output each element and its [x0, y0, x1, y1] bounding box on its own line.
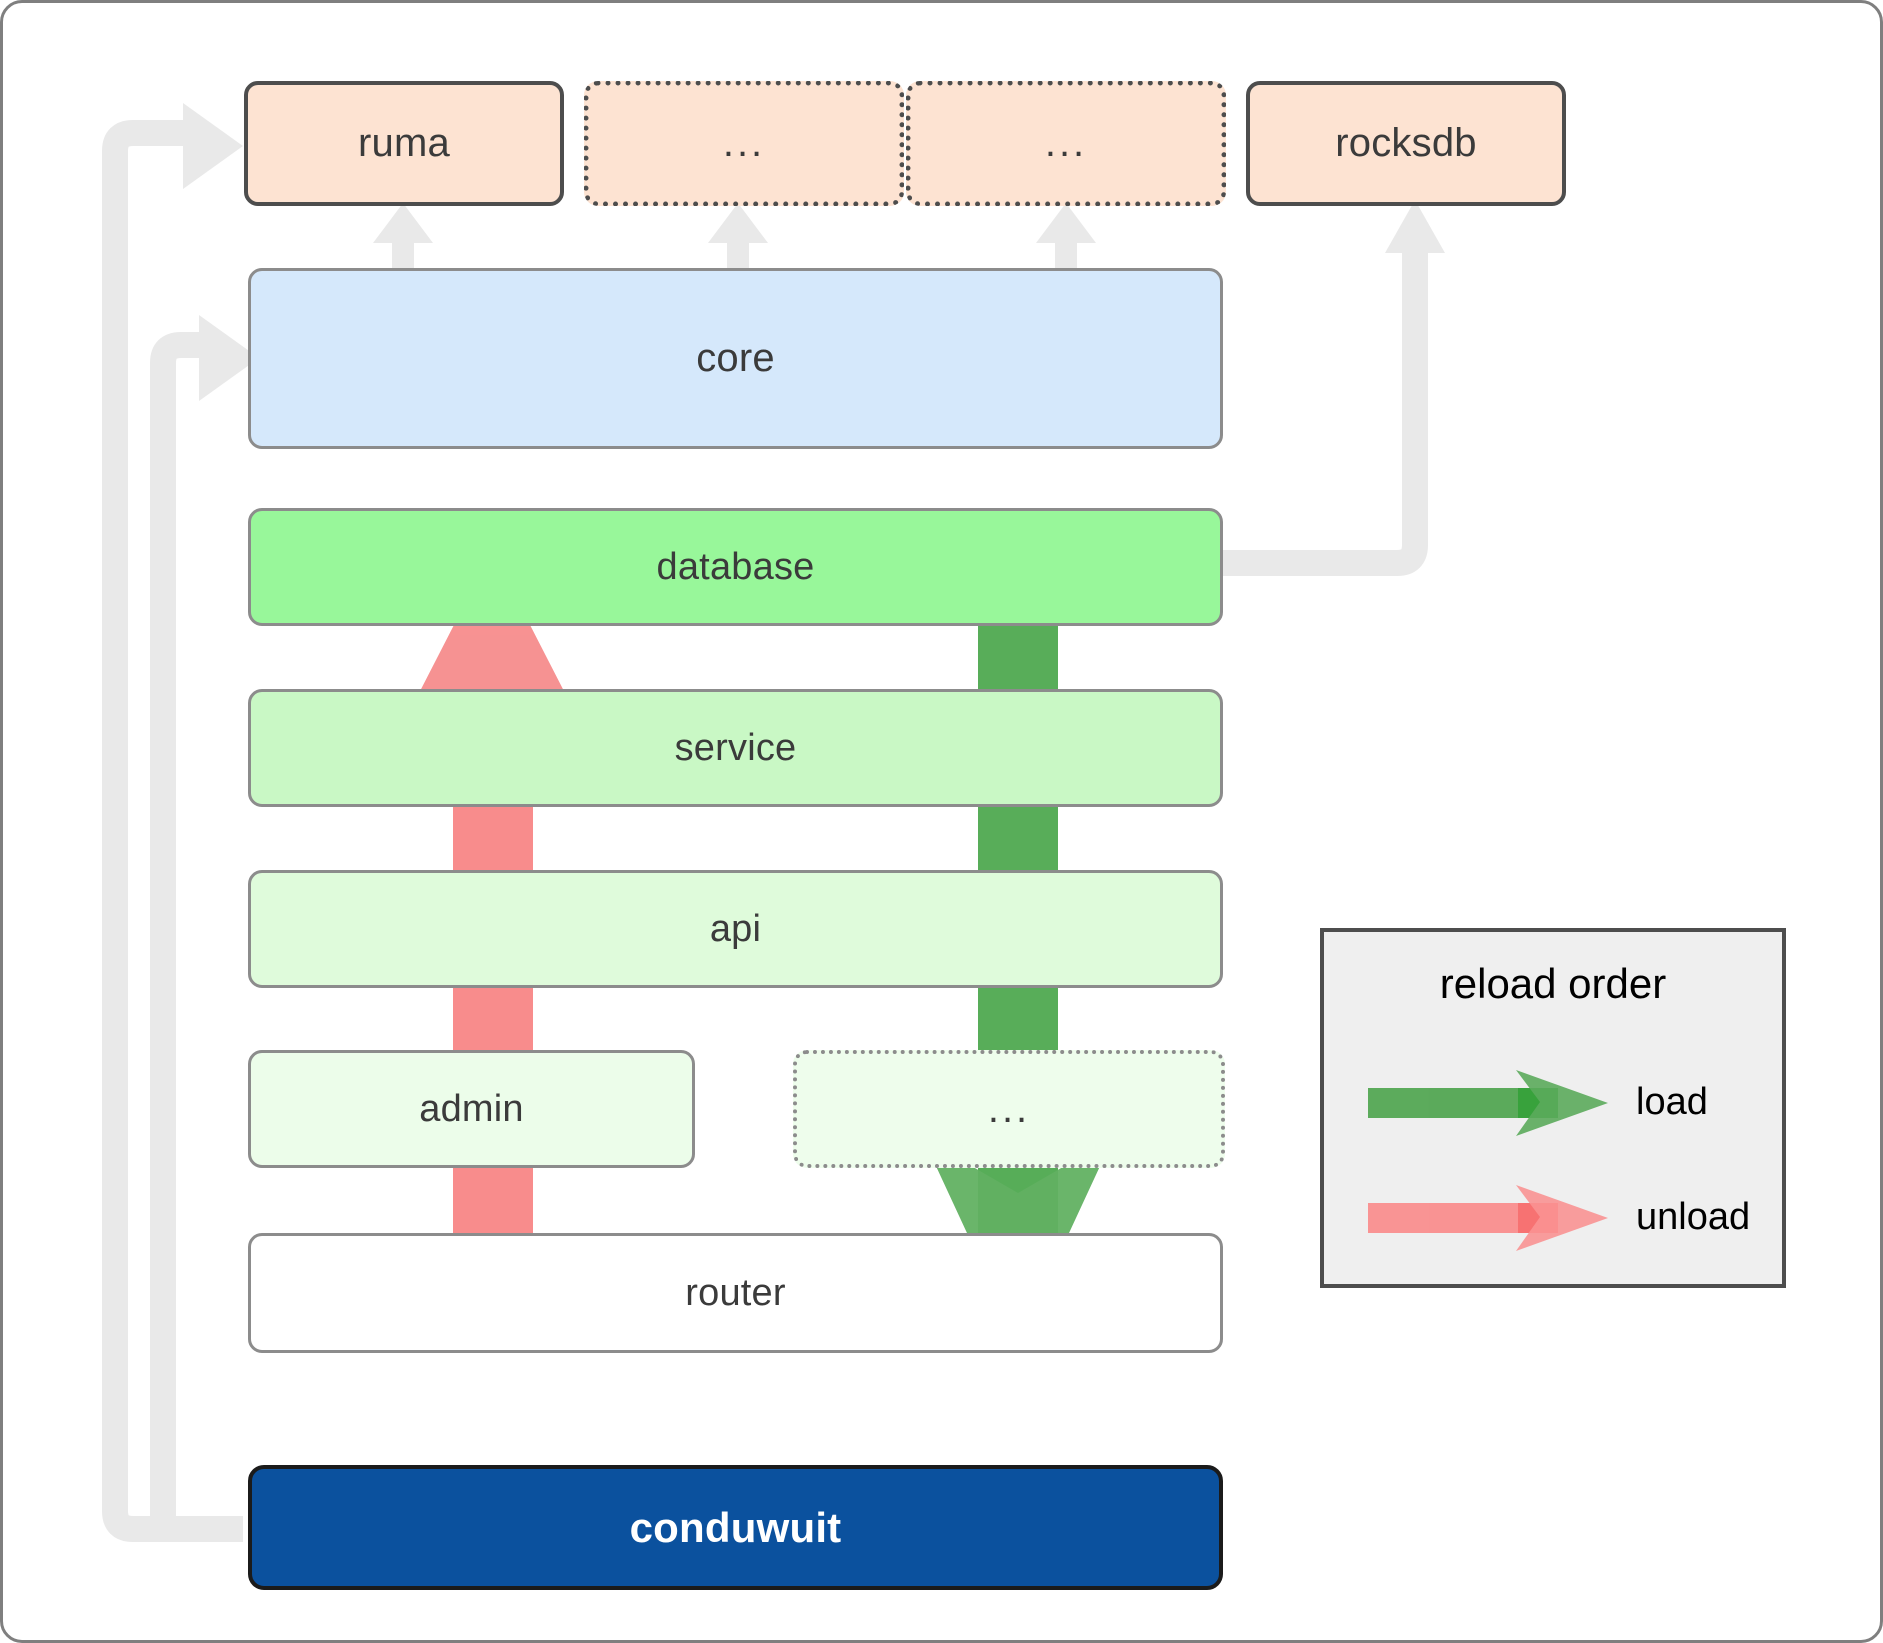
- dependency-label-rocksdb: rocksdb: [1335, 121, 1477, 165]
- dependency-label-ruma: ruma: [358, 121, 450, 165]
- legend-load-arrow-icon: [1368, 1070, 1608, 1136]
- layer-label-database: database: [656, 545, 815, 588]
- dependency-box-ellipsis-1[interactable]: ...: [584, 81, 904, 206]
- layer-label-service: service: [674, 726, 797, 769]
- legend-title: reload order: [1439, 960, 1667, 1007]
- connector-arrowhead-ruma: [183, 103, 243, 189]
- flow-arrow-layer: [396, 551, 1113, 1343]
- layer-label-admin: admin: [419, 1087, 524, 1130]
- core-box[interactable]: core: [248, 268, 1223, 449]
- connector-arrowhead-core-ellipsis1: [708, 203, 768, 243]
- dependency-label-ellipsis-2: ...: [1044, 121, 1088, 165]
- layer-box-service[interactable]: service: [248, 689, 1223, 807]
- root-box-conduwuit[interactable]: conduwuit: [248, 1465, 1223, 1590]
- connector-arrowhead-core-ellipsis2: [1036, 203, 1096, 243]
- layer-label-router: router: [685, 1271, 786, 1314]
- legend-label-unload: unload: [1636, 1195, 1751, 1238]
- layer-box-ellipsis[interactable]: ...: [793, 1050, 1225, 1168]
- layer-box-admin[interactable]: admin: [248, 1050, 695, 1168]
- layer-box-router[interactable]: router: [248, 1233, 1223, 1353]
- legend-label-load: load: [1636, 1080, 1708, 1123]
- dependency-label-ellipsis-1: ...: [722, 121, 766, 165]
- connector-conduwuit-to-core: [150, 332, 243, 1542]
- layer-box-database[interactable]: database: [248, 508, 1223, 626]
- connector-arrowhead-core-ruma: [373, 203, 433, 243]
- dependency-box-ellipsis-2[interactable]: ...: [906, 81, 1226, 206]
- root-label: conduwuit: [629, 1503, 842, 1551]
- connector-arrowhead-rocksdb: [1385, 200, 1445, 253]
- legend-row-unload: unload: [1368, 1177, 1768, 1257]
- layer-label-ellipsis: ...: [987, 1086, 1031, 1131]
- legend-unload-arrow-icon: [1368, 1185, 1608, 1251]
- connector-database-to-rocksdb: [1221, 253, 1428, 576]
- core-label: core: [696, 336, 775, 380]
- connector-conduwuit-to-ruma: [102, 120, 243, 1542]
- connector-arrowhead-core: [199, 315, 259, 401]
- layer-label-api: api: [709, 907, 762, 950]
- connector-layer: [102, 103, 1445, 1542]
- legend-row-load: load: [1368, 1062, 1768, 1142]
- legend-panel: reload order load unload: [1320, 928, 1786, 1288]
- dependency-box-ruma[interactable]: ruma: [244, 81, 564, 206]
- layer-box-api[interactable]: api: [248, 870, 1223, 988]
- dependency-box-rocksdb[interactable]: rocksdb: [1246, 81, 1566, 206]
